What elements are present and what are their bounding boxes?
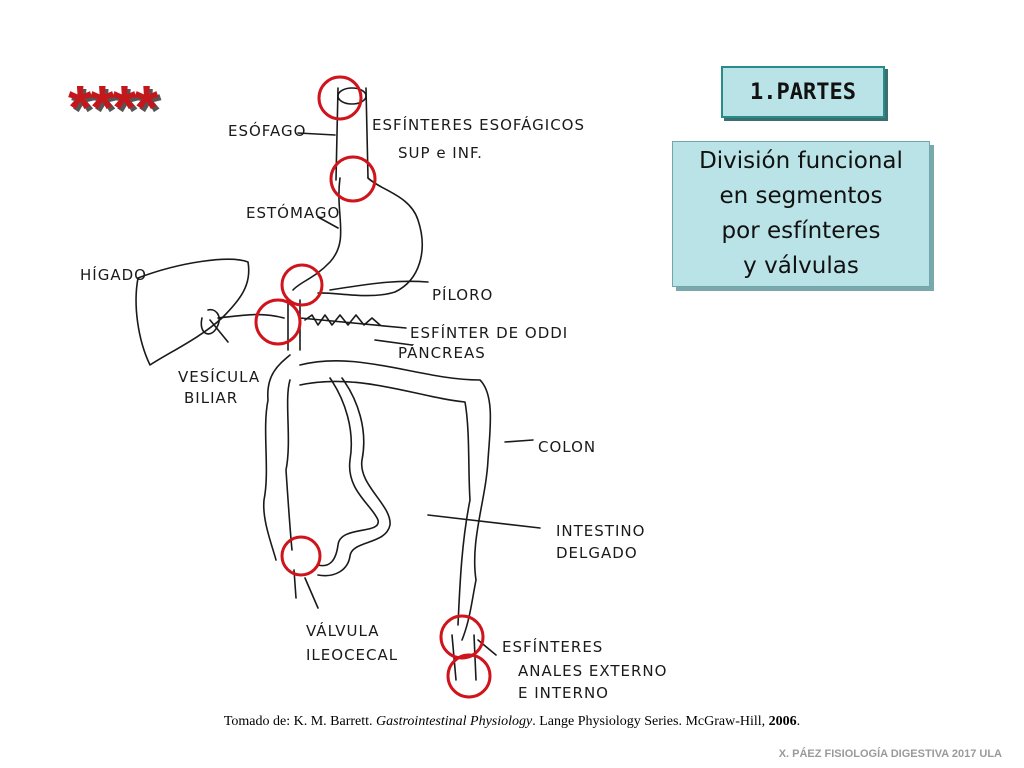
label-arrows <box>209 132 541 656</box>
footer-credit: X. PÁEZ FISIOLOGÍA DIGESTIVA 2017 ULA <box>778 748 1002 760</box>
caption-year: 2006 <box>768 714 797 729</box>
gallbladder-outline <box>200 308 220 335</box>
stars-decoration: **** <box>68 74 159 143</box>
functional-division-line-2: en segmentos <box>719 183 883 209</box>
external-anal-sphincter <box>439 614 485 660</box>
esophagus-outline <box>335 87 369 181</box>
section-title: 1.PARTES <box>750 79 856 105</box>
caption-middle: . Lange Physiology Series. McGraw-Hill, <box>532 714 769 729</box>
bile-duct <box>217 313 285 319</box>
label-biliar: BILIAR <box>184 389 238 407</box>
label-esofago: ESÓFAGO <box>228 121 306 140</box>
sphincter-highlights <box>254 75 492 699</box>
label-esfinteres-esofagicos: ESFÍNTERES ESOFÁGICOS <box>372 115 585 134</box>
section-title-box: 1.PARTES <box>721 66 885 118</box>
pylorus-sphincter <box>280 263 324 307</box>
label-sup-inf: SUP e INF. <box>398 144 483 162</box>
label-esfinter-oddi: ESFÍNTER DE ODDI <box>410 323 568 342</box>
label-ileocecal: ILEOCECAL <box>306 646 398 664</box>
functional-division-line-1: División funcional <box>699 148 903 174</box>
label-intestino: INTESTINO <box>556 522 645 540</box>
diagram-labels: ESÓFAGO ESFÍNTERES ESOFÁGICOS SUP e INF.… <box>80 115 667 702</box>
label-vesicula: VESÍCULA <box>178 367 260 386</box>
ileocecal-valve <box>280 535 322 577</box>
label-delgado: DELGADO <box>556 544 638 562</box>
pancreas-outline <box>304 314 381 326</box>
caption-prefix: Tomado de: K. M. Barrett. <box>223 714 377 729</box>
label-estomago: ESTÓMAGO <box>246 203 340 222</box>
colon-outline <box>262 354 492 641</box>
upper-esophageal-sphincter <box>317 75 363 121</box>
internal-anal-sphincter <box>446 653 492 699</box>
label-colon: COLON <box>538 438 596 456</box>
caption-suffix: . <box>796 714 801 729</box>
liver-outline <box>135 258 250 366</box>
sphincter-of-oddi <box>254 298 302 346</box>
label-e-interno: E INTERNO <box>518 684 609 702</box>
functional-division-box: División funcional en segmentos por esfí… <box>672 141 930 287</box>
label-anales-externo: ANALES EXTERNO <box>518 662 667 680</box>
label-pancreas: PÁNCREAS <box>398 343 486 362</box>
label-valvula: VÁLVULA <box>306 621 379 640</box>
stomach-outline <box>292 177 423 297</box>
lower-esophageal-sphincter <box>329 155 377 203</box>
functional-division-line-4: y válvulas <box>743 253 859 279</box>
small-intestine-outline <box>317 377 391 577</box>
functional-division-line-3: por esfínteres <box>721 218 881 244</box>
label-esfinteres-anales: ESFÍNTERES <box>502 637 603 656</box>
source-caption: Tomado de: K. M. Barrett. Gastrointestin… <box>0 714 1024 730</box>
label-piloro: PÍLORO <box>432 285 493 304</box>
label-higado: HÍGADO <box>80 265 147 284</box>
esophagus-top-opening <box>337 87 367 105</box>
caption-book-title: Gastrointestinal Physiology <box>376 714 533 729</box>
